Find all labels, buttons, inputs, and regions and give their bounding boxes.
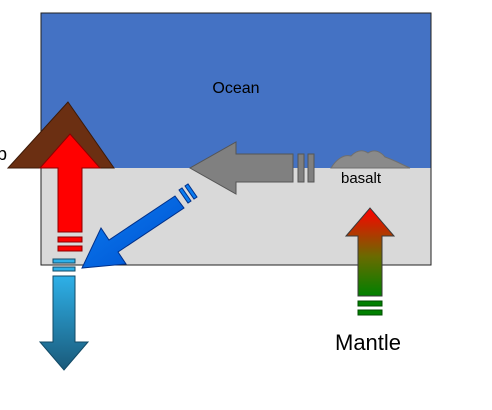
ocean-label: Ocean: [212, 80, 260, 97]
blue-arrow-diagonal: [81, 183, 198, 269]
mantle-arrow-up: [344, 207, 396, 316]
edge-text-fragment: p: [0, 144, 8, 164]
red-arrow-up: [38, 133, 102, 252]
basalt-rock-shape: [330, 150, 411, 169]
gray-arrow: [188, 141, 315, 195]
cyan-arrow-down: [38, 258, 90, 371]
basalt-label: basalt: [341, 170, 382, 187]
mantle-label: Mantle: [335, 330, 402, 355]
